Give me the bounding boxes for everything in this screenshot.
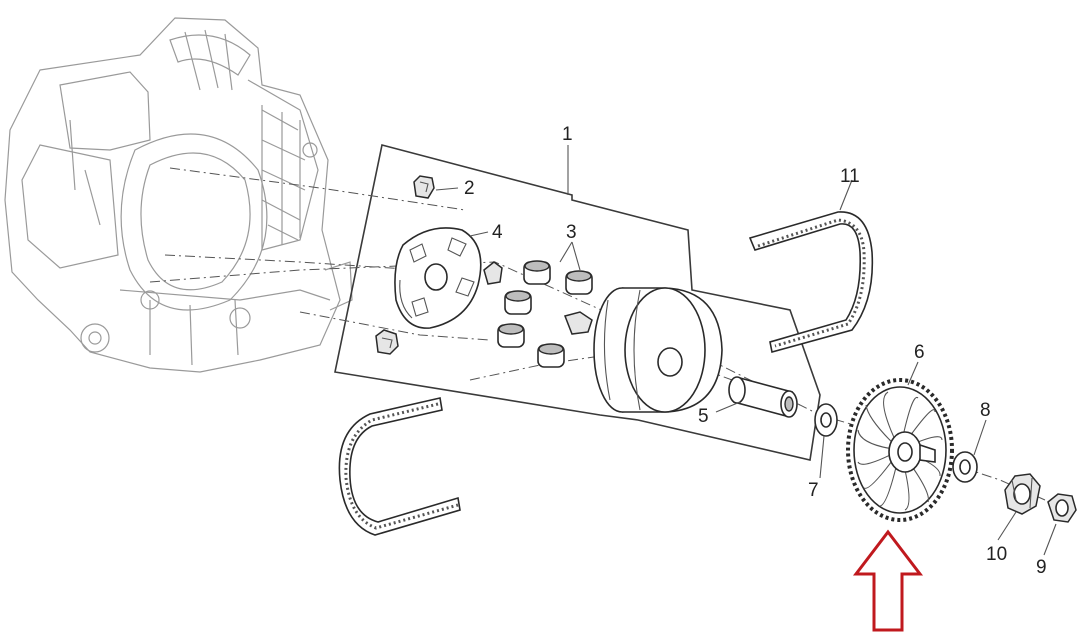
- fan-pulley-part-6: [846, 378, 954, 522]
- callout-7: 7: [808, 480, 819, 501]
- washer-part-8: [952, 451, 978, 483]
- roller: [565, 270, 593, 295]
- crankcase-housing: [4, 17, 353, 373]
- slider-lower: [375, 329, 399, 355]
- callout-8: 8: [980, 400, 991, 421]
- nut-part-9: [1047, 493, 1077, 523]
- callout-1: 1: [562, 124, 573, 145]
- washer-part-7: [814, 403, 838, 437]
- belleville-washer-part-10: [1004, 473, 1041, 515]
- slider-small: [483, 261, 503, 285]
- slider-part-2: [413, 175, 435, 199]
- rollers-part-3: [483, 260, 593, 368]
- variator-pulley: [593, 287, 723, 413]
- slider-small: [563, 311, 593, 335]
- callout-11: 11: [840, 166, 860, 187]
- callout-6: 6: [914, 342, 925, 363]
- leader-lines: [435, 145, 1057, 556]
- roller: [504, 290, 532, 315]
- roller: [497, 323, 525, 348]
- variator-assembly-outline: [334, 144, 821, 461]
- red-highlight-arrow-icon: [852, 529, 924, 632]
- callout-10: 10: [986, 544, 1007, 565]
- callout-9: 9: [1036, 557, 1047, 578]
- roller: [523, 260, 551, 285]
- callout-2: 2: [464, 178, 475, 199]
- callout-5: 5: [698, 406, 709, 427]
- callout-3: 3: [566, 222, 577, 243]
- bushing-part-5: [728, 376, 798, 418]
- ramp-plate-part-4: [394, 227, 482, 329]
- callout-4: 4: [492, 222, 503, 243]
- roller: [537, 343, 565, 368]
- callout-labels: 1 2 3 4 5 6 7 8 9 10 11: [464, 124, 1047, 578]
- drive-belt-part-11: [338, 211, 874, 536]
